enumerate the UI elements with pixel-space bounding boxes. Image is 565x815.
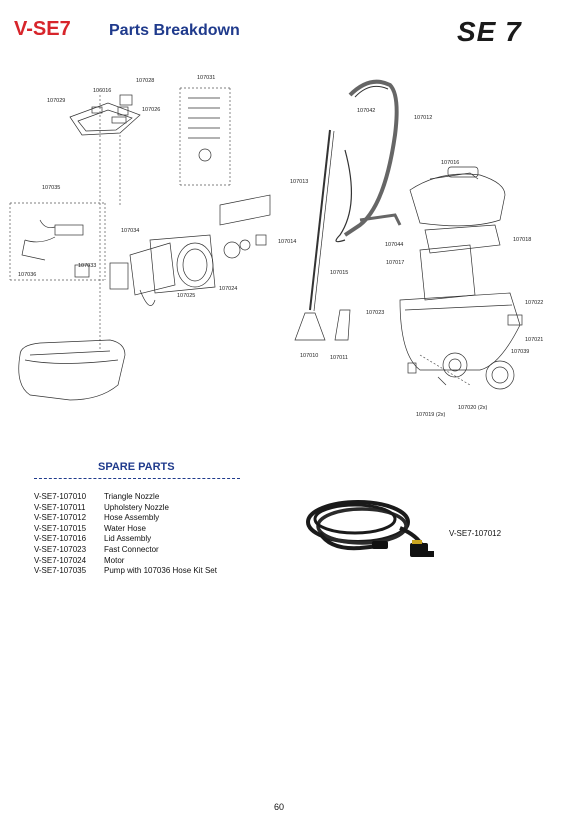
parts-drawing bbox=[9, 79, 523, 401]
list-item: V-SE7-107035 Pump with 107036 Hose Kit Se… bbox=[34, 566, 217, 577]
label-107016: 107016 bbox=[441, 160, 460, 166]
part-code: V-SE7-107035 bbox=[34, 566, 87, 576]
label-107010: 107010 bbox=[300, 353, 319, 359]
label-107018: 107018 bbox=[513, 237, 532, 243]
label-107019: 107019 (2x) bbox=[416, 412, 446, 418]
label-107028: 107028 bbox=[136, 78, 155, 84]
part-code: V-SE7-107010 bbox=[34, 492, 87, 501]
spare-parts-title: SPARE PARTS bbox=[98, 461, 175, 473]
part-description: Triangle Nozzle bbox=[104, 492, 160, 501]
hose-image bbox=[300, 488, 445, 578]
page-title: Parts Breakdown bbox=[109, 22, 240, 39]
label-107044: 107044 bbox=[385, 242, 404, 248]
hose-drawing bbox=[306, 500, 434, 557]
part-description: Lid Assembly bbox=[104, 534, 152, 544]
label-107033: 107033 bbox=[78, 263, 97, 269]
label-106016: 106016 bbox=[93, 88, 112, 94]
label-107024: 107024 bbox=[219, 286, 238, 292]
label-107021: 107021 bbox=[525, 337, 544, 343]
part-code: V-SE7-107023 bbox=[34, 544, 87, 554]
list-item: V-SE7-107012 Hose Assembly bbox=[34, 513, 217, 524]
part-description: Pump with 107036 Hose Kit Set bbox=[104, 566, 217, 576]
parts-diagram: 107028 106016 107029 107026 107031 10703… bbox=[0, 55, 565, 430]
page-number: 60 bbox=[274, 802, 285, 812]
list-item: V-SE7-107011 Upholstery Nozzle bbox=[34, 503, 217, 514]
list-item: V-SE7-107024 Motor bbox=[34, 556, 217, 567]
part-code: V-SE7-107015 bbox=[34, 523, 87, 533]
label-107012: 107012 bbox=[414, 115, 433, 121]
part-code: V-SE7-107011 bbox=[34, 502, 86, 512]
label-107022: 107022 bbox=[525, 300, 544, 306]
part-code: V-SE7-107024 bbox=[34, 555, 87, 565]
label-107013: 107013 bbox=[290, 179, 309, 185]
hose-part-label: V-SE7-107012 bbox=[449, 529, 502, 538]
part-description: Motor bbox=[104, 555, 125, 565]
list-item: V-SE7-107023 Fast Connector bbox=[34, 545, 217, 556]
part-description: Upholstery Nozzle bbox=[104, 502, 169, 512]
product-logo: SE 7 bbox=[457, 16, 522, 47]
part-description: Fast Connector bbox=[104, 544, 159, 554]
part-description: Hose Assembly bbox=[104, 513, 160, 523]
label-107042: 107042 bbox=[357, 108, 376, 114]
part-code: V-SE7-107012 bbox=[34, 513, 87, 523]
part-code: V-SE7-107016 bbox=[34, 534, 87, 544]
spare-parts-list: V-SE7-107010 Triangle Nozzle V-SE7-107011… bbox=[34, 492, 217, 577]
label-107017: 107017 bbox=[386, 260, 405, 266]
label-107036: 107036 bbox=[18, 272, 37, 278]
label-107034: 107034 bbox=[121, 228, 140, 234]
label-107025: 107025 bbox=[177, 293, 196, 299]
list-item: V-SE7-107010 Triangle Nozzle bbox=[34, 492, 217, 503]
part-description: Water Hose bbox=[104, 523, 146, 533]
label-107011: 107011 bbox=[330, 355, 348, 361]
label-107023: 107023 bbox=[366, 310, 385, 316]
label-107026: 107026 bbox=[142, 107, 161, 113]
label-107035: 107035 bbox=[42, 185, 61, 191]
label-107015: 107015 bbox=[330, 270, 349, 276]
label-107020: 107020 (2x) bbox=[458, 405, 488, 411]
spare-parts-divider bbox=[34, 478, 240, 479]
list-item: V-SE7-107016 Lid Assembly bbox=[34, 534, 217, 545]
label-107031: 107031 bbox=[197, 75, 216, 81]
list-item: V-SE7-107015 Water Hose bbox=[34, 524, 217, 535]
label-107039: 107039 bbox=[511, 349, 530, 355]
model-name: V-SE7 bbox=[14, 18, 71, 40]
label-107029: 107029 bbox=[47, 98, 66, 104]
label-107014: 107014 bbox=[278, 239, 297, 245]
